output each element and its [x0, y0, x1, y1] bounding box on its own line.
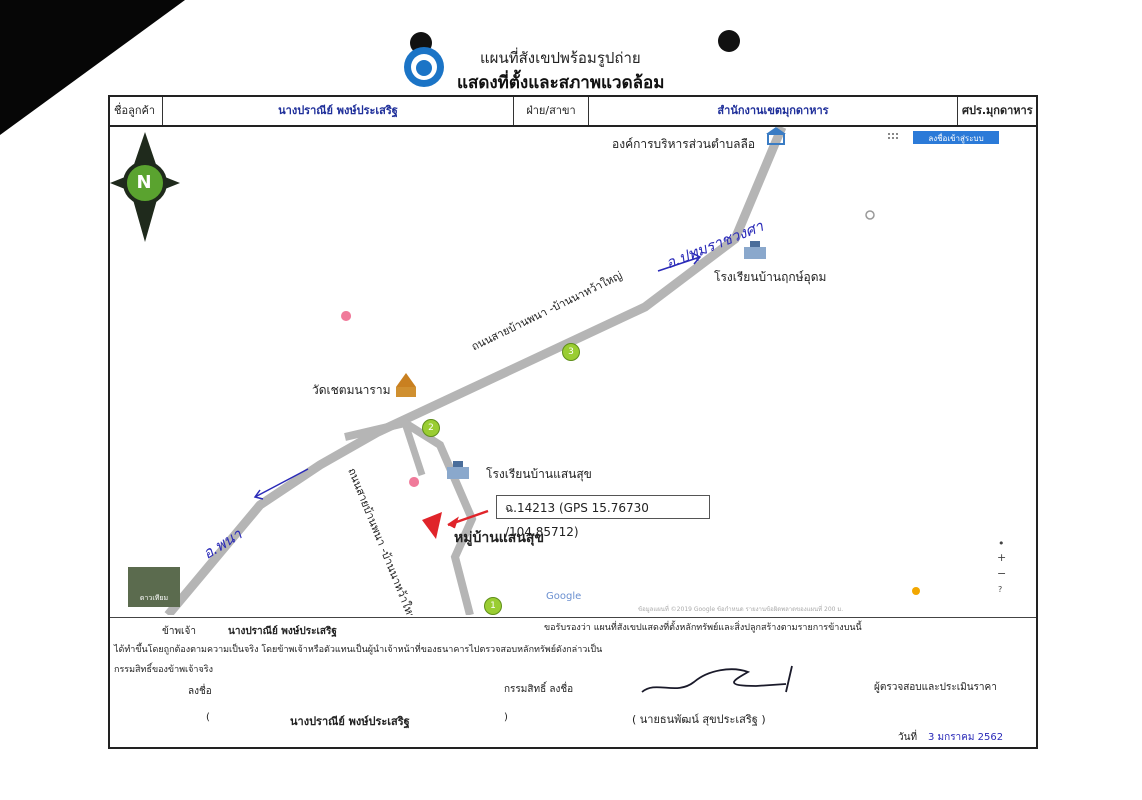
gps-callout: ฉ.14213 (GPS 15.76730 /104.85712) — [496, 495, 710, 539]
branch-road — [344, 418, 477, 615]
punch-hole-right — [718, 30, 740, 52]
zoom-dot: • — [998, 537, 1005, 550]
village-label: หมู่บ้านแสนสุข — [454, 530, 545, 546]
marker-3[interactable]: 3 — [562, 343, 580, 361]
date-label: วันที่ — [898, 732, 918, 743]
help-button[interactable]: ? — [998, 585, 1003, 594]
map-attribution: ข้อมูลแผนที่ ©2019 Google ข้อกำหนด รายงา… — [638, 606, 844, 613]
marker-2[interactable]: 2 — [422, 419, 440, 437]
pin-icon — [409, 477, 420, 487]
info-row: ชื่อลูกค้า นางปราณีย์ พงษ์ประเสริฐ ฝ่าย/… — [110, 97, 1036, 127]
side-road — [401, 421, 426, 477]
inspector-name: ( นายธนพัฒน์ สุขประเสริฐ ) — [632, 713, 766, 726]
place-top-label: องค์การบริหารส่วนตำบลลือ — [612, 137, 756, 151]
scan-corner-shadow — [0, 0, 185, 135]
form-frame: ชื่อลูกค้า นางปราณีย์ พงษ์ประเสริฐ ฝ่าย/… — [108, 95, 1038, 749]
google-logo: Google — [546, 591, 582, 602]
branch-name: สำนักงานเขตมุกดาหาร — [589, 97, 958, 125]
temple-label: วัดเชตมนาราม — [312, 383, 391, 397]
pin-icon — [341, 311, 352, 321]
date-value: 3 มกราคม 2562 — [928, 732, 1004, 743]
zoom-in-button[interactable]: + — [997, 551, 1007, 564]
school-icon — [744, 241, 766, 259]
inspector-signature — [641, 665, 793, 693]
school-center-label: โรงเรียนบ้านแสนสุข — [486, 467, 592, 481]
apps-grid-icon — [888, 133, 898, 139]
page-title-line2: แสดงที่ตั้งและสภาพแวดล้อม — [457, 73, 665, 93]
arrow-sw-icon — [254, 468, 309, 498]
declare-prefix: ข้าพเจ้า — [162, 626, 196, 637]
owner-sign-label: กรรมสิทธิ์ ลงชื่อ — [504, 684, 574, 695]
branch-label: ฝ่าย/สาขา — [514, 97, 589, 125]
sign-in-button[interactable]: ลงชื่อเข้าสู่ระบบ — [913, 131, 999, 144]
paren-close: ) — [504, 712, 508, 723]
satellite-toggle[interactable]: ดาวเทียม — [128, 567, 180, 607]
marker-1[interactable]: 1 — [484, 597, 502, 615]
bank-logo — [404, 47, 444, 87]
confirm-text: ขอรับรองว่า แผนที่สังเขปแสดงที่ตั้งหลักท… — [544, 623, 862, 633]
school-ne-label: โรงเรียนบ้านฤกษ์อุดม — [714, 270, 827, 284]
map-area[interactable]: N ลงชื่อเข้าสู่ระบบ องค์การบริหารส่วนตำบ… — [110, 127, 1036, 615]
north-letter: N — [136, 172, 152, 193]
pin-outline-icon — [865, 210, 875, 220]
arrow-ne-icon — [657, 256, 701, 272]
declaration-section: ข้าพเจ้า นางปราณีย์ พงษ์ประเสริฐ ขอรับรอ… — [110, 617, 1036, 748]
zoom-out-button[interactable]: − — [997, 567, 1007, 580]
declaration-line2: ได้ทำขึ้นโดยถูกต้องตามความเป็นจริง โดยข้… — [114, 645, 603, 655]
main-road — [164, 127, 787, 615]
road-map — [110, 127, 920, 615]
house-icon — [766, 127, 786, 145]
owner-name: นางปราณีย์ พงษ์ประเสริฐ — [290, 715, 410, 728]
customer-label: ชื่อลูกค้า — [110, 97, 163, 125]
declare-name: นางปราณีย์ พงษ์ประเสริฐ — [228, 626, 337, 637]
satellite-label: ดาวเทียม — [139, 594, 169, 602]
temple-icon — [396, 373, 416, 397]
declaration-line3: กรรมสิทธิ์ของข้าพเจ้าจริง — [114, 665, 213, 675]
paren-open: ( — [206, 712, 210, 723]
page-title-line1: แผนที่สังเขปพร้อมรูปถ่าย — [480, 49, 641, 67]
sign-label-left: ลงชื่อ — [188, 686, 212, 697]
customer-name: นางปราณีย์ พงษ์ประเสริฐ — [163, 97, 514, 125]
branch-code: ศปร.มุกดาหาร — [962, 104, 1033, 117]
north-arrow-icon — [110, 132, 180, 242]
pegman-icon — [912, 587, 920, 595]
property-marker-icon — [422, 512, 442, 539]
school-icon — [447, 461, 469, 479]
inspector-label: ผู้ตรวจสอบและประเมินราคา — [874, 682, 997, 693]
